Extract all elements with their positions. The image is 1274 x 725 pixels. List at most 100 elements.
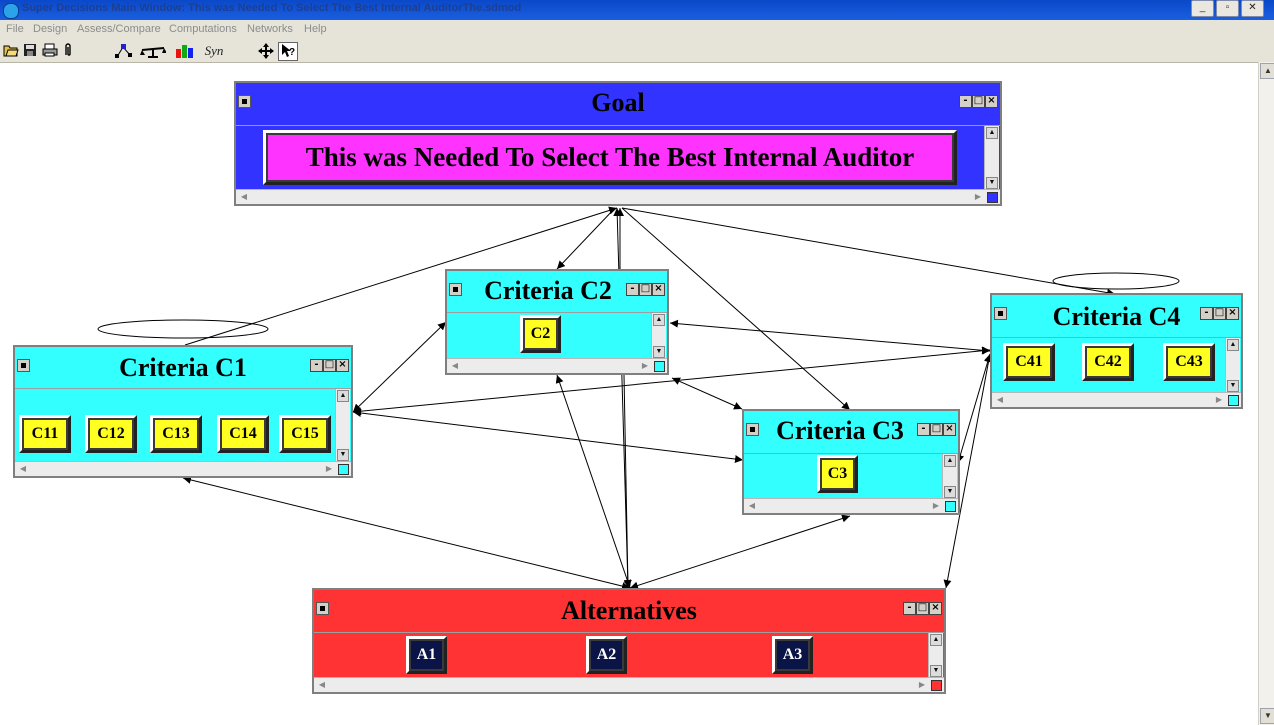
open-folder-icon[interactable] (3, 43, 19, 59)
close-icon[interactable]: × (929, 602, 942, 615)
scroll-up-icon[interactable]: ▲ (986, 127, 998, 139)
minimize-button[interactable]: _ (1191, 0, 1214, 17)
element-c11[interactable]: C11 (19, 415, 71, 453)
cluster-alternatives[interactable]: Alternatives -□× ▲▼ ◀▶ A1 A2 A3 (312, 588, 946, 694)
element-a1[interactable]: A1 (406, 636, 447, 674)
network-canvas[interactable]: Goal -□× ▲▼ ◀▶ This was Needed To Select… (0, 62, 1258, 725)
edge-goal-c4 (621, 207, 1116, 297)
cluster-horizontal-scrollbar[interactable]: ◀▶ (744, 498, 958, 513)
cluster-criteria-c1[interactable]: Criteria C1 -□× ▲▼ ◀▶ C11 C12 C13 C14 C1… (13, 345, 353, 478)
maximize-icon[interactable]: □ (639, 283, 652, 296)
scroll-down-icon[interactable]: ▼ (337, 449, 349, 461)
element-c15[interactable]: C15 (279, 415, 331, 453)
cluster-vertical-scrollbar[interactable]: ▲▼ (928, 633, 943, 678)
menu-assess-compare[interactable]: Assess/Compare (77, 23, 161, 35)
cluster-horizontal-scrollbar[interactable]: ◀▶ (447, 358, 667, 373)
scroll-down-icon[interactable]: ▼ (986, 177, 998, 189)
cluster-horizontal-scrollbar[interactable]: ◀▶ (992, 392, 1241, 407)
element-a3[interactable]: A3 (772, 636, 813, 674)
maximize-icon[interactable]: □ (1213, 307, 1226, 320)
move-cross-icon[interactable] (258, 43, 274, 59)
cluster-menu-icon[interactable] (316, 602, 329, 615)
minimize-icon[interactable]: - (310, 359, 323, 372)
menu-help[interactable]: Help (304, 23, 327, 35)
maximize-icon[interactable]: □ (972, 95, 985, 108)
cluster-resize-corner[interactable] (987, 192, 998, 203)
menu-computations[interactable]: Computations (169, 23, 237, 35)
element-c14[interactable]: C14 (217, 415, 269, 453)
menu-design[interactable]: Design (33, 23, 68, 35)
menu-file[interactable]: File (6, 23, 24, 35)
color-bars-icon[interactable] (175, 43, 195, 59)
cluster-criteria-c3[interactable]: Criteria C3 -□× ▲▼ ◀▶ C3 (742, 409, 960, 515)
maximize-icon[interactable]: □ (323, 359, 336, 372)
scroll-down-icon[interactable]: ▼ (1260, 708, 1274, 724)
cluster-vertical-scrollbar[interactable]: ▲▼ (335, 389, 350, 462)
minimize-icon[interactable]: - (917, 423, 930, 436)
element-c2[interactable]: C2 (520, 315, 561, 353)
cluster-resize-corner[interactable] (1228, 395, 1239, 406)
main-vertical-scrollbar[interactable]: ▲ ▼ (1258, 62, 1274, 725)
element-c13[interactable]: C13 (150, 415, 202, 453)
cluster-goal[interactable]: Goal -□× ▲▼ ◀▶ This was Needed To Select… (234, 81, 1002, 206)
syn-icon[interactable]: Syn (204, 43, 224, 58)
close-button[interactable]: ✕ (1241, 0, 1264, 17)
scroll-down-icon[interactable]: ▼ (930, 665, 942, 677)
cluster-horizontal-scrollbar[interactable]: ◀▶ (236, 189, 1000, 204)
cluster-horizontal-scrollbar[interactable]: ◀▶ (314, 677, 944, 692)
menu-networks[interactable]: Networks (247, 23, 293, 35)
close-icon[interactable]: × (336, 359, 349, 372)
minimize-icon[interactable]: - (1200, 307, 1213, 320)
minimize-icon[interactable]: - (903, 602, 916, 615)
print-icon[interactable] (42, 43, 58, 59)
balance-scale-icon[interactable] (140, 43, 167, 59)
edge-c3-c4 (956, 353, 992, 464)
save-disk-icon[interactable] (22, 43, 38, 59)
scroll-down-icon[interactable]: ▼ (653, 346, 665, 358)
scroll-up-icon[interactable]: ▲ (1227, 339, 1239, 351)
minimize-icon[interactable]: - (626, 283, 639, 296)
close-icon[interactable]: × (1226, 307, 1239, 320)
cluster-menu-icon[interactable] (994, 307, 1007, 320)
element-a2[interactable]: A2 (586, 636, 627, 674)
cluster-menu-icon[interactable] (746, 423, 759, 436)
close-icon[interactable]: × (943, 423, 956, 436)
cluster-resize-corner[interactable] (654, 361, 665, 372)
scroll-up-icon[interactable]: ▲ (337, 390, 349, 402)
scroll-up-icon[interactable]: ▲ (653, 314, 665, 326)
cluster-vertical-scrollbar[interactable]: ▲▼ (651, 313, 666, 359)
cluster-resize-corner[interactable] (338, 464, 349, 475)
element-c41[interactable]: C41 (1003, 343, 1055, 381)
scroll-down-icon[interactable]: ▼ (944, 486, 956, 498)
element-c12[interactable]: C12 (85, 415, 137, 453)
maximize-icon[interactable]: □ (930, 423, 943, 436)
scroll-down-icon[interactable]: ▼ (1227, 380, 1239, 392)
cluster-resize-corner[interactable] (931, 680, 942, 691)
scroll-up-icon[interactable]: ▲ (1260, 63, 1274, 79)
cluster-criteria-c2[interactable]: Criteria C2 -□× ▲▼ ◀▶ C2 (445, 269, 669, 375)
cluster-menu-icon[interactable] (17, 359, 30, 372)
cluster-vertical-scrollbar[interactable]: ▲▼ (942, 454, 957, 499)
element-c42[interactable]: C42 (1082, 343, 1134, 381)
element-c43[interactable]: C43 (1163, 343, 1215, 381)
cluster-menu-icon[interactable] (238, 95, 251, 108)
minimize-icon[interactable]: - (959, 95, 972, 108)
scroll-up-icon[interactable]: ▲ (944, 455, 956, 467)
node-tool-icon[interactable] (114, 43, 134, 59)
goal-element[interactable]: This was Needed To Select The Best Inter… (263, 130, 957, 185)
maximize-icon[interactable]: □ (916, 602, 929, 615)
cluster-vertical-scrollbar[interactable]: ▲▼ (1225, 338, 1240, 393)
scroll-up-icon[interactable]: ▲ (930, 634, 942, 646)
cluster-resize-corner[interactable] (945, 501, 956, 512)
close-icon[interactable]: × (985, 95, 998, 108)
element-c3[interactable]: C3 (817, 455, 858, 493)
close-icon[interactable]: × (652, 283, 665, 296)
cluster-horizontal-scrollbar[interactable]: ◀▶ (15, 461, 351, 476)
help-cursor-icon[interactable]: ? (278, 42, 298, 61)
cluster-criteria-c4[interactable]: Criteria C4 -□× ▲▼ ◀▶ C41 C42 C43 (990, 293, 1243, 409)
cluster-menu-icon[interactable] (449, 283, 462, 296)
restore-button[interactable]: ▫ (1216, 0, 1239, 17)
paperclip-icon[interactable] (62, 43, 74, 59)
edge-c1-c4 (352, 346, 991, 416)
cluster-vertical-scrollbar[interactable]: ▲▼ (984, 126, 999, 190)
